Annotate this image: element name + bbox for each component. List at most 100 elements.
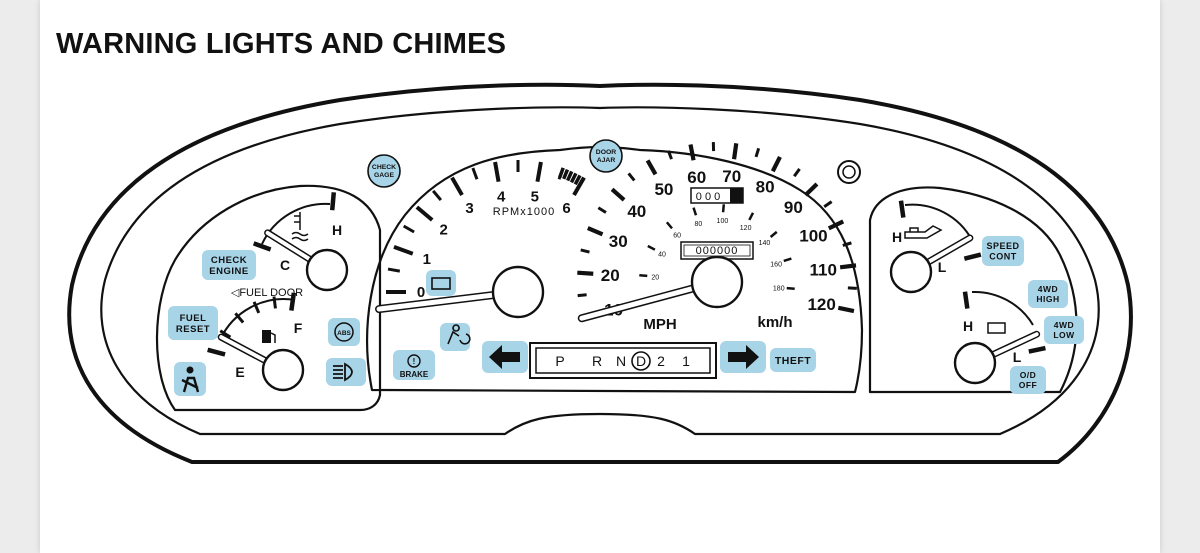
speedo-kmh-label-180: 180	[773, 285, 785, 292]
ring-icon	[837, 160, 861, 184]
check-engine-indicator-text: ENGINE	[209, 266, 248, 277]
speedo-unit-mph: MPH	[643, 316, 676, 333]
speedo-major-tick	[731, 143, 739, 160]
speedo-minor-tick	[580, 248, 590, 254]
battery-gauge-arc	[971, 290, 1034, 326]
fuel-reset-indicator-text: FUEL	[180, 313, 207, 324]
tach-unit-label: RPMx1000	[493, 206, 555, 218]
speed-cont-indicator	[982, 236, 1024, 266]
temp-label-h: H	[332, 222, 342, 238]
theft-indicator-text: THEFT	[775, 355, 811, 367]
brake-icon-mark: !	[413, 357, 416, 366]
tach-label-4: 4	[497, 188, 506, 205]
fuel-pump-hose	[270, 332, 276, 343]
speedo-major-tick	[586, 226, 604, 237]
fuel-tick-e	[207, 347, 226, 357]
battery-tick-h	[962, 291, 970, 309]
temp-tick-c	[252, 241, 272, 252]
airbag-indicator	[440, 323, 470, 351]
check-gage-indicator-text: CHECK	[372, 164, 396, 171]
speedo-major-tick	[577, 270, 594, 276]
speedo-major-tick	[827, 219, 845, 231]
check-gage-indicator-text: GAGE	[374, 172, 394, 179]
speedo-kmh-tick	[647, 244, 656, 251]
speedo-major-tick	[804, 182, 819, 197]
tach-redline	[573, 174, 582, 186]
tach-major-tick	[535, 161, 543, 183]
tach-major-tick	[393, 244, 414, 256]
speedo-minor-tick	[597, 206, 607, 214]
speedo-mph-label-70: 70	[722, 167, 741, 186]
speedo-minor-tick	[842, 241, 852, 247]
speedo-major-tick	[645, 159, 658, 176]
speedo-mph-label-40: 40	[627, 202, 646, 221]
speedo-kmh-tick	[783, 257, 792, 263]
speedo-kmh-label-140: 140	[759, 240, 771, 247]
speedo-mph-label-100: 100	[799, 227, 827, 246]
trip-display-value: 0 0 0	[696, 191, 720, 203]
fuel-hub	[261, 348, 305, 392]
gauge-marks: 0123456RPMx10001020304050607080901001101…	[168, 139, 1084, 396]
ring-icon-inner	[842, 165, 856, 179]
tach-label-0: 0	[417, 284, 425, 301]
speedo-mph-label-110: 110	[810, 260, 837, 279]
speedo-mph-label-80: 80	[756, 177, 775, 196]
od-off-indicator-text: O/D	[1020, 370, 1037, 380]
fuel-reset-indicator-text: RESET	[176, 324, 210, 335]
brake-indicator	[393, 350, 435, 380]
fwd-high-indicator-text: 4WD	[1038, 284, 1058, 294]
tach-redline	[558, 167, 565, 178]
speedo-major-tick	[839, 263, 857, 270]
battery-gauge-icon	[987, 322, 1006, 334]
fuel-pump-icon	[262, 330, 271, 343]
speed-cont-indicator-text: SPEED	[986, 241, 1019, 251]
battery-label-l: L	[1013, 349, 1022, 365]
speedo-major-tick	[610, 187, 626, 202]
fuel-gauge-arc	[219, 298, 296, 341]
oil-tick-l	[963, 252, 982, 261]
tach-major-tick	[415, 205, 434, 222]
speedo-kmh-tick	[721, 204, 726, 213]
tach-minor-tick	[402, 224, 415, 234]
tach-label-2: 2	[440, 222, 448, 239]
speedo-kmh-label-160: 160	[770, 261, 782, 268]
speedo-minor-tick	[754, 147, 761, 158]
speedo-kmh-label-120: 120	[740, 225, 752, 232]
fwd-high-indicator-text: HIGH	[1036, 294, 1059, 304]
tach-hub	[491, 265, 545, 319]
tach-label-5: 5	[531, 188, 539, 205]
oil-label-l: L	[938, 259, 947, 275]
speedo-minor-tick	[627, 172, 636, 182]
check-gage-indicator	[367, 154, 401, 188]
seatbelt-icon-body	[181, 376, 200, 393]
temp-hub	[305, 248, 349, 292]
speedo-mph-label-50: 50	[654, 180, 673, 199]
tach-redline	[566, 170, 574, 182]
brake-label: BRAKE	[400, 370, 429, 379]
speedo-kmh-label-100: 100	[717, 218, 729, 225]
tach-major-tick	[493, 161, 501, 183]
tach-label-1: 1	[423, 251, 431, 268]
speedo-kmh-tick	[786, 286, 795, 291]
oil-label-h: H	[892, 229, 902, 245]
speedo-minor-tick	[793, 168, 801, 178]
fuel-door-label: ◁FUEL DOOR	[231, 287, 303, 299]
battery-tick-l	[1028, 345, 1046, 354]
temp-label-c: C	[280, 257, 290, 273]
fwd-low-indicator-text: LOW	[1053, 330, 1075, 340]
battery-label-h: H	[963, 318, 973, 334]
center-gauge-pod	[366, 145, 864, 394]
left-gauge-pod	[155, 184, 382, 412]
speedo-kmh-tick	[748, 212, 755, 221]
oil-hub	[889, 250, 933, 294]
speedo-mph-label-30: 30	[609, 232, 628, 251]
abs-icon	[334, 322, 354, 342]
speedo-minor-tick	[666, 150, 673, 160]
speedo-mph-label-90: 90	[784, 198, 803, 217]
fwd-high-indicator	[1028, 280, 1068, 308]
tach-label-6: 6	[562, 200, 570, 217]
fuel-minor-tick	[219, 329, 232, 339]
odometer-value: 000000	[696, 245, 739, 257]
temp-tick-h	[329, 192, 337, 211]
tach-minor-tick	[387, 267, 401, 273]
